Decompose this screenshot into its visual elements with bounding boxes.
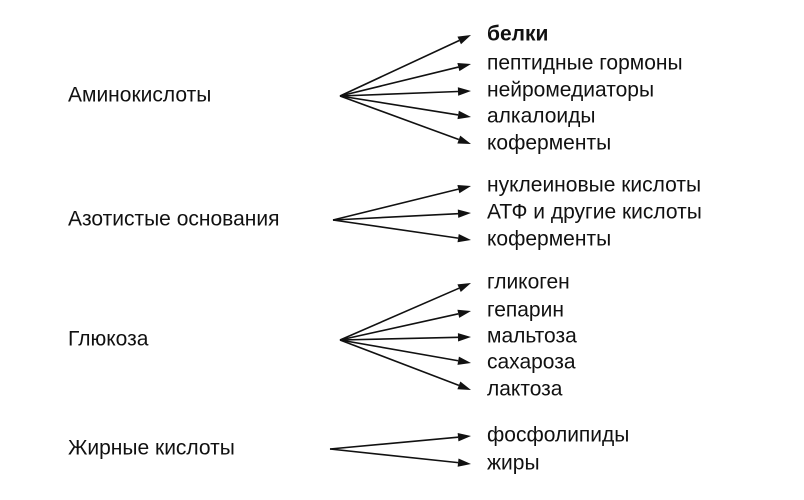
- arrow-head: [457, 209, 471, 218]
- arrow-line: [339, 313, 459, 341]
- arrow-head: [457, 110, 471, 120]
- arrow-head: [457, 87, 471, 96]
- source-label: Аминокислоты: [68, 84, 211, 107]
- arrow-head: [457, 283, 471, 293]
- arrow-head: [457, 233, 471, 243]
- arrow-line: [339, 339, 459, 362]
- arrow-head: [457, 135, 471, 144]
- target-label: фосфолипиды: [487, 424, 629, 447]
- group-3: Глюкоза гликоген гепарин мальтоза сахароза ла…: [68, 271, 577, 401]
- arrow-line: [339, 39, 460, 97]
- arrow-line: [332, 219, 459, 239]
- target-label: АТФ и другие кислоты: [487, 201, 702, 224]
- target-label: сахароза: [487, 351, 576, 374]
- arrow-line: [332, 188, 459, 221]
- group-2: Азотистые основания нуклеиновые кислотыАТ…: [68, 174, 702, 251]
- group-1: Аминокислоты белки пептидные гормоны нейром…: [68, 23, 683, 155]
- arrow-line: [339, 336, 459, 341]
- arrow-line: [339, 95, 460, 141]
- arrow-line: [329, 448, 459, 464]
- arrow-head: [457, 185, 471, 194]
- target-label: нуклеиновые кислоты: [487, 174, 701, 197]
- arrow-head: [457, 458, 471, 467]
- target-label: пептидные гормоны: [487, 52, 683, 75]
- arrow-head: [457, 433, 471, 442]
- source-label: Жирные кислоты: [68, 437, 235, 460]
- arrow-head: [457, 381, 471, 390]
- arrow-head: [457, 309, 471, 318]
- source-label: Глюкоза: [68, 328, 149, 351]
- arrow-head: [457, 356, 471, 365]
- arrow-line: [339, 95, 459, 116]
- target-label: гепарин: [487, 299, 564, 322]
- target-label: коферменты: [487, 132, 611, 155]
- target-label: жиры: [487, 452, 540, 475]
- group-4: Жирные кислоты фосфолипиды жиры: [68, 424, 629, 475]
- arrow-head: [457, 35, 471, 45]
- arrow-line: [332, 212, 459, 221]
- source-label: Азотистые основания: [68, 208, 279, 231]
- arrow-line: [339, 66, 459, 97]
- arrow-head: [457, 333, 471, 342]
- target-label: лактоза: [487, 378, 563, 401]
- target-label: нейромедиаторы: [487, 79, 654, 102]
- target-label: мальтоза: [487, 325, 577, 348]
- arrow-line: [339, 90, 459, 97]
- target-label: алкалоиды: [487, 105, 596, 128]
- arrow-line: [339, 339, 460, 387]
- target-label: гликоген: [487, 271, 570, 294]
- target-label: коферменты: [487, 228, 611, 251]
- arrow-line: [329, 436, 459, 450]
- target-label: белки: [487, 23, 548, 46]
- arrow-head: [457, 63, 471, 72]
- arrow-line: [339, 287, 460, 341]
